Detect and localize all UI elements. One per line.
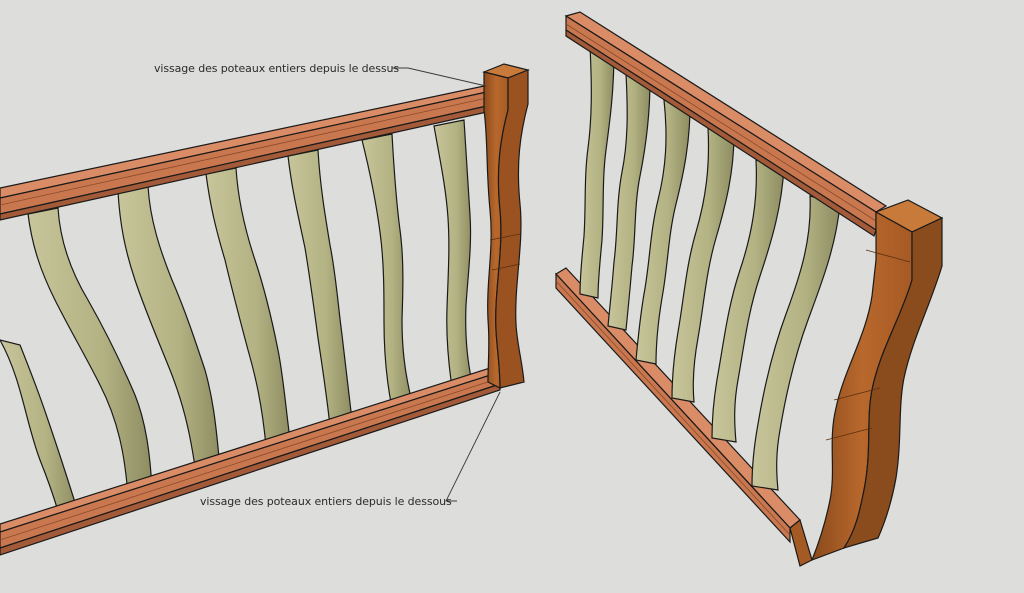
baluster (579, 45, 615, 299)
left-post (482, 63, 530, 389)
right-balusters (579, 45, 841, 491)
baluster (671, 127, 735, 403)
baluster (751, 195, 841, 491)
right-railing (555, 11, 944, 567)
annotation-top: vissage des poteaux entiers depuis le de… (154, 62, 399, 75)
right-top-rail (564, 11, 888, 237)
left-balusters (0, 119, 473, 519)
baluster (711, 159, 785, 443)
baluster (635, 99, 691, 365)
left-top-rail (0, 85, 499, 221)
leader-line-top (392, 67, 487, 87)
annotation-leaders (392, 67, 501, 502)
baluster (0, 339, 79, 519)
right-post (789, 199, 944, 567)
baluster (607, 73, 651, 331)
left-bottom-rail (0, 367, 502, 556)
baluster (205, 167, 291, 447)
baluster (433, 119, 473, 389)
annotation-bottom: vissage des poteaux entiers depuis le de… (200, 495, 452, 508)
left-railing (0, 63, 530, 556)
baluster (287, 149, 353, 427)
baluster (361, 133, 413, 409)
leader-line-bottom (445, 391, 501, 502)
